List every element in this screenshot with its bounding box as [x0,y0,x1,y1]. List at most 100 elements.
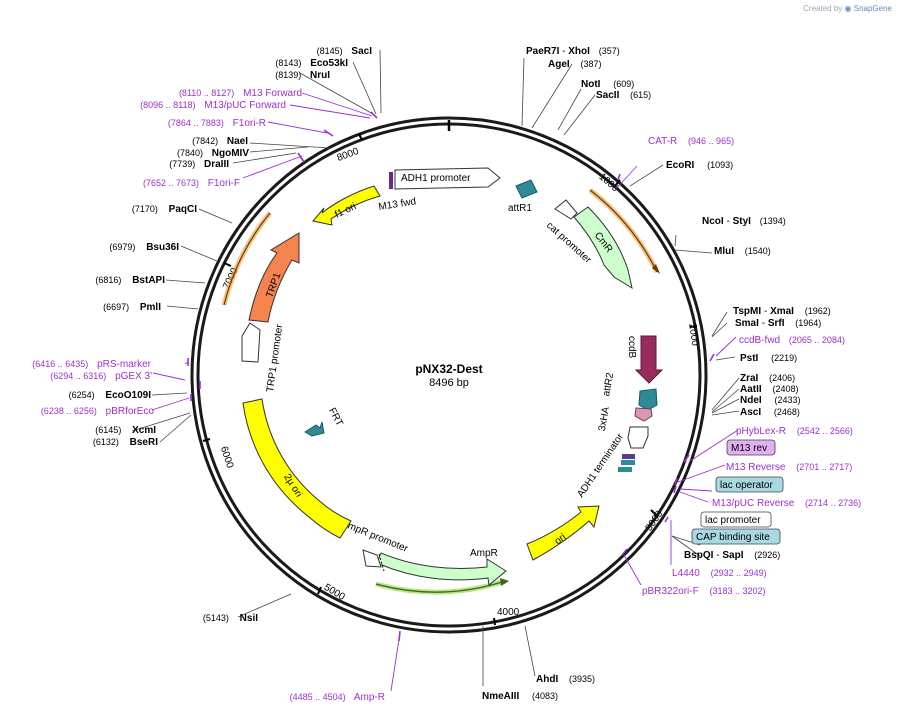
tick-6000-label: 6000 [218,445,235,470]
asci-site[interactable]: AscI (2468) [740,407,800,418]
credit-text: Created by [803,4,843,13]
amp-r-primer[interactable]: (4485 .. 4504) Amp-R [290,692,385,703]
naei-site[interactable]: (7842) NaeI [192,136,248,147]
ampr-label: AmpR [470,548,498,559]
m13-rev-marker [622,454,635,459]
paqci-site[interactable]: (7170) PaqCI [132,204,197,215]
m13-rev-box[interactable] [726,439,776,456]
ndei-site[interactable]: NdeI (2433) [740,395,800,406]
bseri-site[interactable]: (6132) BseRI [93,437,158,448]
agei-site[interactable]: AgeI (387) [548,59,601,70]
ecori-site[interactable]: EcoRI (1093) [666,160,733,171]
ahdi-site[interactable]: AhdI (3935) [536,674,595,685]
tick-8000-mark [358,133,363,141]
m13-rev-label: M13 rev [731,443,767,454]
two-u-ori-feature[interactable] [242,398,352,539]
trp1-promoter-label: TRP1 promoter [265,323,285,393]
aatii-site[interactable]: AatII (2408) [740,384,798,395]
f1-ori-feature[interactable] [312,185,381,226]
tick-7000-mark [223,262,232,267]
m13-puc-forward-primer[interactable]: (8096 .. 8118) M13/pUC Forward [140,100,286,111]
tick-6000-mark [202,438,211,442]
lac-promoter-label: lac promoter [705,515,761,526]
m13-fwd-feature[interactable] [389,172,393,189]
draiii-site[interactable]: (7739) DraIII [169,159,229,170]
cat-r-primer[interactable]: CAT-R (946 .. 965) [648,136,734,147]
bstapi-site[interactable]: (6816) BstAPI [95,275,165,286]
ccdb-fwd-primer[interactable]: ccdB-fwd (2065 .. 2084) [739,335,845,346]
f1ori-r-primer[interactable]: (7864 .. 7883) F1ori-R [168,118,266,129]
tspmi-site[interactable]: TspMI - XmaI (1962) [733,306,831,317]
smai-site[interactable]: SmaI - SrfI (1964) [735,318,821,329]
trp1-orf-line [223,212,271,306]
prs-marker-primer[interactable]: (6416 .. 6435) pRS-marker [32,359,151,370]
bspqi-site[interactable]: BspQI - SapI (2926) [684,550,780,561]
paer7i-site[interactable]: PaeR7I - XhoI (357) [526,46,620,57]
right-site-labels: PaeR7I - XhoI (357) AgeI (387) NotI (609… [482,46,861,702]
attr2-feature[interactable] [638,388,658,411]
m13-reverse-primer[interactable]: M13 Reverse (2701 .. 2717) [726,462,852,473]
ncoi-site[interactable]: NcoI - StyI (1394) [702,216,786,227]
plasmid-name: pNX32-Dest [415,362,482,376]
adh1-promoter-feature[interactable] [394,167,501,190]
eco53ki-site[interactable]: (8143) Eco53kI [275,58,348,69]
trp1-promoter-feature[interactable] [241,322,261,363]
cmr-feature[interactable] [573,206,633,290]
pbr322ori-f-primer[interactable]: pBR322ori-F (3183 .. 3202) [642,586,766,597]
f1ori-f-primer[interactable]: (7652 .. 7673) F1ori-F [143,178,240,189]
saci-site[interactable]: (8145) SacI [317,46,373,57]
cap-site-marker [618,467,632,472]
ngomiv-site[interactable]: (7840) NgoMIV [177,148,249,159]
adh1-promoter-label: ADH1 promoter [401,173,471,184]
ori-label: ori [553,532,568,547]
l4440-primer[interactable]: L4440 (2932 .. 2949) [672,568,767,579]
nsii-site[interactable]: (5143) NsiI [203,613,258,624]
noti-site[interactable]: NotI (609) [581,79,634,90]
ori-feature[interactable] [526,505,600,561]
eco0109i-site[interactable]: (6254) EcoO109I [69,390,152,401]
ampr-promoter-dashed [378,553,385,572]
ampr-orf-line [375,580,506,593]
mlui-site[interactable]: MluI (1540) [714,246,771,257]
phyblex-r-primer[interactable]: pHybLex-R (2542 .. 2566) [736,426,853,437]
ccdb-feature[interactable] [634,335,664,384]
cmr-orf-arrowhead [652,264,660,274]
m13-forward-primer[interactable]: (8110 .. 8127) M13 Forward [179,88,302,99]
attr2-label: attR2 [601,371,616,397]
tick-5000-mark [317,586,322,595]
adh1-terminator-feature[interactable] [627,426,649,449]
pbrforeco-primer[interactable]: (6238 .. 6256) pBRforEco [41,406,155,417]
m13-puc-reverse-primer[interactable]: M13/pUC Reverse (2714 .. 2736) [712,498,861,509]
snapgene-logo-icon: ◉ [844,4,852,13]
nrui-site[interactable]: (8139) NruI [275,70,330,81]
cap-binding-site-box[interactable] [691,528,781,545]
attr1-label: attR1 [508,203,532,214]
attr1-feature[interactable] [515,179,538,199]
sacii-site[interactable]: SacII (615) [596,90,651,101]
ccdb-label: ccdB [626,336,637,359]
ampr-promoter-feature[interactable] [362,549,382,568]
ampr-feature[interactable] [376,552,507,586]
tick-1000-label: 1000 [596,171,620,194]
nmeaiii-site[interactable]: NmeAIII (4083) [482,691,558,702]
ampr-orf-arrowhead [500,578,509,586]
pgex3-primer[interactable]: (6294 .. 6316) pGEX 3' [50,371,152,382]
psti-site[interactable]: PstI (2219) [740,353,797,364]
bsu36i-site[interactable]: (6979) Bsu36I [109,242,179,253]
zrai-site[interactable]: ZraI (2406) [740,373,795,384]
trp1-feature[interactable] [248,232,300,323]
snapgene-credit: Created by ◉ SnapGene [803,4,892,13]
frt-feature[interactable] [304,421,325,437]
xcmi-site[interactable]: (6145) XcmI [95,425,156,436]
3xha-feature[interactable] [634,407,653,422]
leader-lines [131,49,740,686]
primer-ticks [187,111,715,642]
lac-operator-marker [621,460,635,465]
pmli-site[interactable]: (6697) PmlI [103,302,161,313]
lac-promoter-box[interactable] [700,511,772,528]
tick-4000-mark [493,617,496,626]
cat-promoter-feature[interactable] [554,199,578,220]
lac-operator-label: lac operator [720,480,773,491]
lac-operator-box[interactable] [715,476,784,493]
